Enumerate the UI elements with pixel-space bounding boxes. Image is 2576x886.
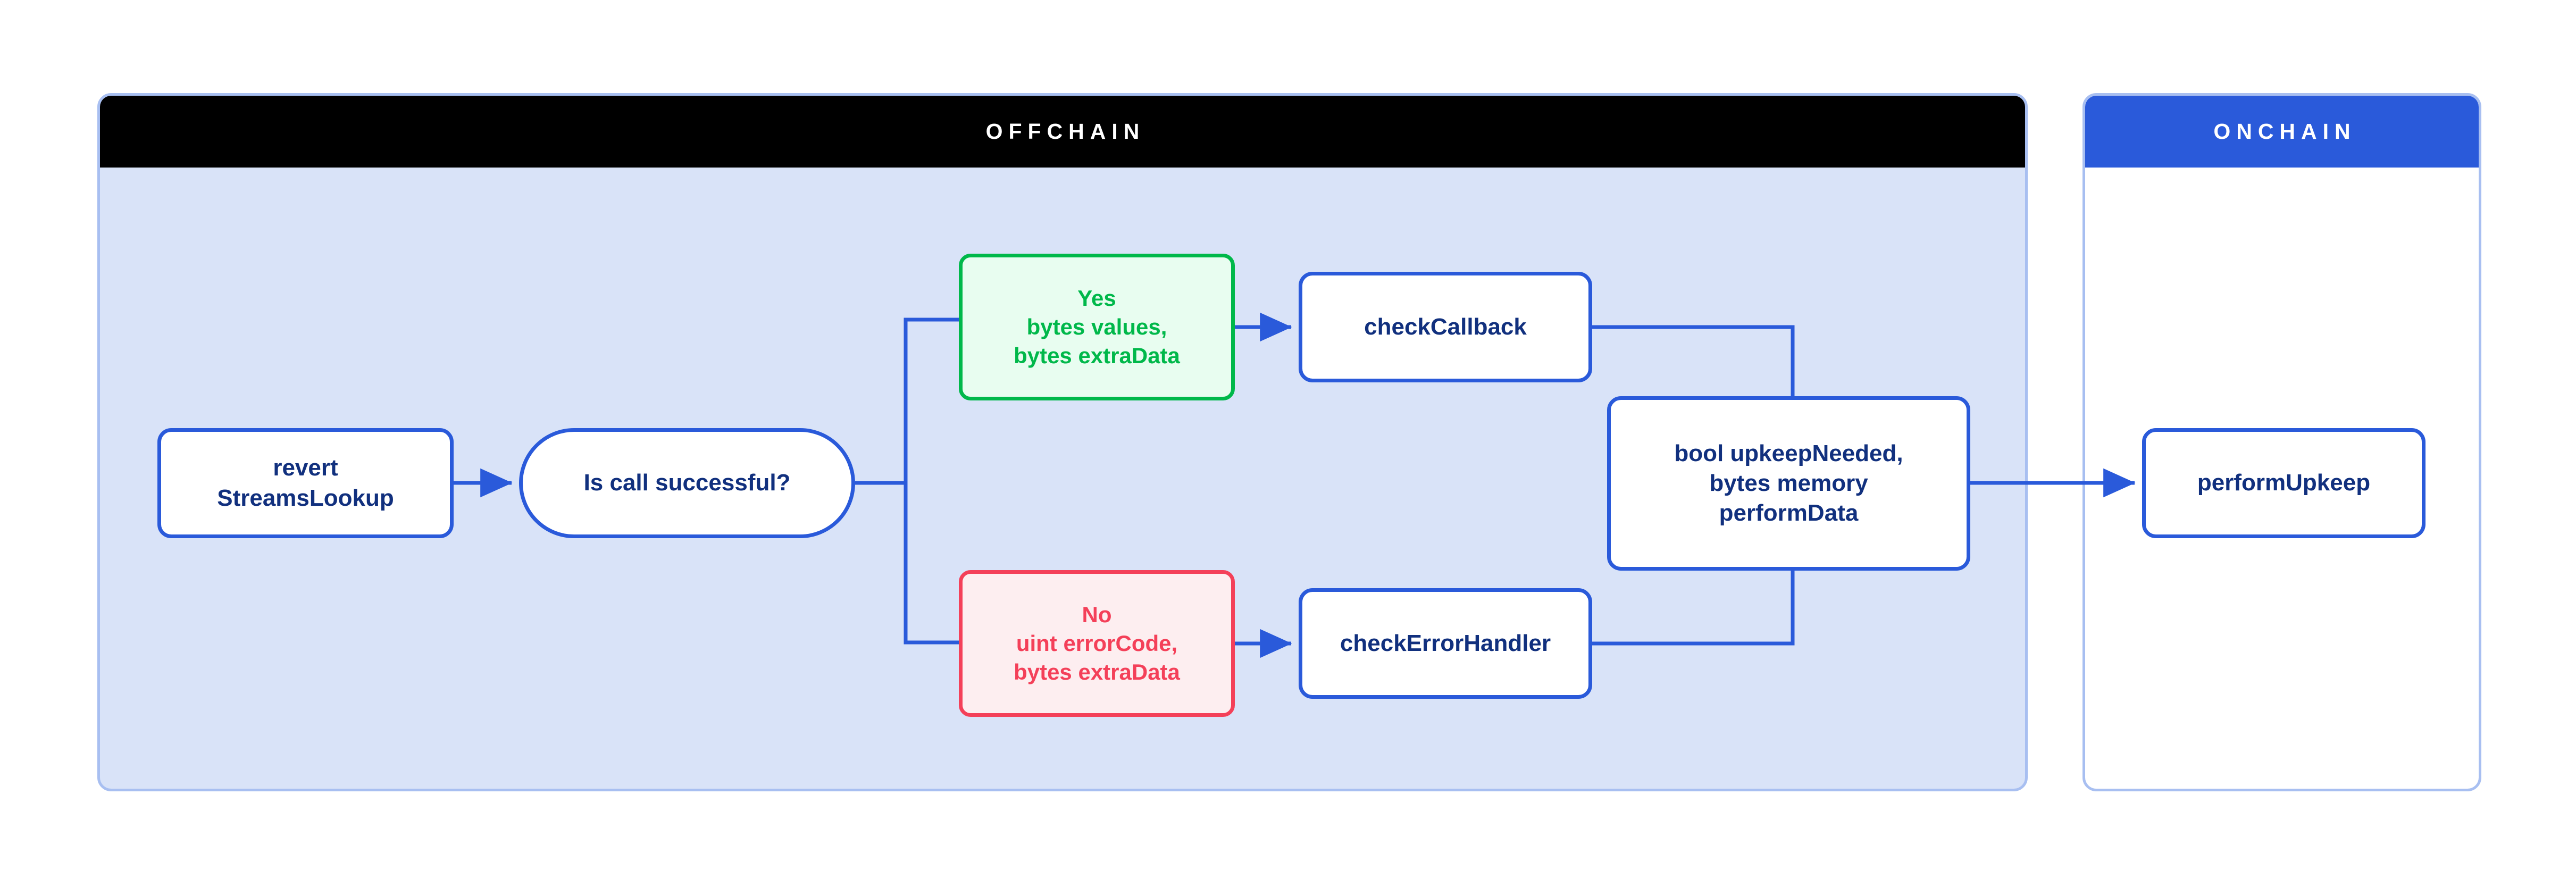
node-checkerrorhandler[interactable]: checkErrorHandler xyxy=(1299,588,1592,699)
node-revert-streamslookup[interactable]: revert StreamsLookup xyxy=(157,428,454,538)
node-yes-branch[interactable]: Yes bytes values, bytes extraData xyxy=(959,254,1235,400)
node-no-branch[interactable]: No uint errorCode, bytes extraData xyxy=(959,570,1235,717)
onchain-panel-header: ONCHAIN xyxy=(2085,96,2479,168)
offchain-panel-header: OFFCHAIN xyxy=(100,96,2025,168)
node-is-call-successful[interactable]: Is call successful? xyxy=(519,428,855,538)
node-performupkeep[interactable]: performUpkeep xyxy=(2142,428,2426,538)
node-checkcallback[interactable]: checkCallback xyxy=(1299,272,1592,382)
node-upkeep-needed-performdata[interactable]: bool upkeepNeeded, bytes memory performD… xyxy=(1607,396,1970,571)
